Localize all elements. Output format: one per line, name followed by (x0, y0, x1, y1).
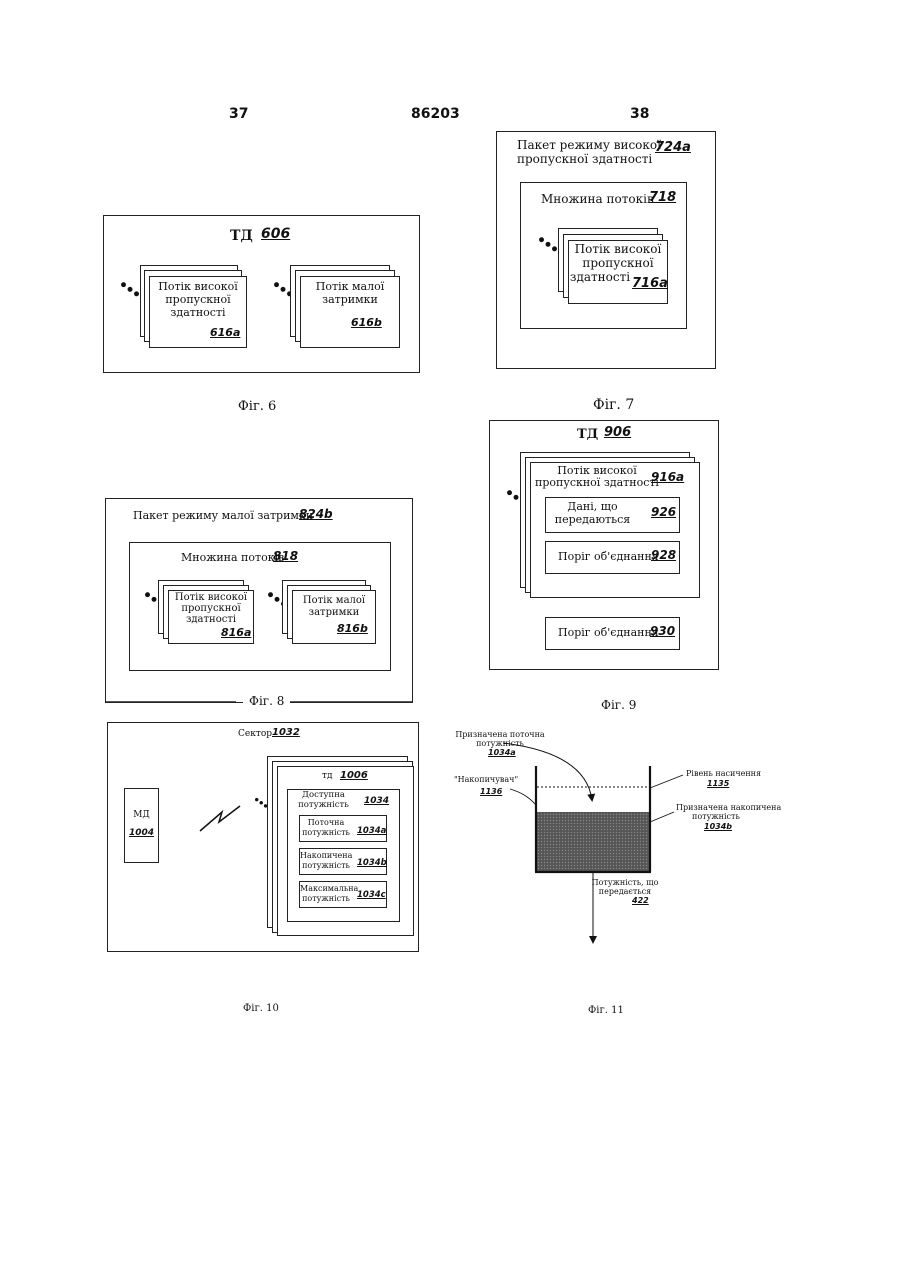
fig7-stream-line3: здатності (569, 271, 631, 285)
fig6-stream-b-line2: затримки (301, 294, 399, 307)
fig11-current-arrow (503, 743, 592, 800)
fig11-assigned-accum-ref: 1034b (704, 822, 732, 831)
fig10-md-label: МД (125, 810, 158, 820)
fig11-transmitted-ref: 422 (632, 896, 649, 905)
fig11-accumulator-leader (510, 789, 536, 805)
fig11-assigned-current-line1: Призначена поточна (440, 730, 560, 739)
fig8-set-ref: 818 (273, 550, 298, 564)
fig9-threshold-label: Поріг об'єднання (558, 551, 659, 564)
fig10-sector-label: Сектор (238, 729, 272, 739)
fig6-stream-b-line1: Потік малої (301, 281, 399, 294)
fig9-threshold-ref: 928 (651, 549, 676, 563)
fig10-accum-line2: потужність (300, 861, 352, 870)
fig9-stream-ref: 916a (651, 471, 684, 485)
fig6-stream-low-latency: Потік малої затримки 616b (300, 276, 400, 348)
fig7-stream-high-throughput: Потік високої пропускної здатності 716a (568, 240, 668, 304)
fig10-md-ref: 1004 (125, 828, 158, 838)
fig11-saturation-leader (650, 775, 683, 788)
page-number-right: 38 (630, 106, 649, 122)
fig7-caption: Фіг. 7 (593, 397, 634, 413)
fig7-stream-line1: Потік високої (569, 243, 667, 257)
fig6-stream-a-line3: здатності (150, 307, 246, 320)
fig8-stream-b-line2: затримки (293, 607, 375, 619)
fig6-stream-a-ref: 616a (210, 327, 240, 340)
fig11-saturation-ref: 1135 (707, 779, 729, 788)
fig10-max-ref: 1034c (357, 891, 386, 901)
fig9-stream-line2: пропускної здатності (531, 477, 663, 490)
fig6-stream-a-line1: Потік високої (150, 281, 246, 294)
fig9-title-ref: 906 (604, 426, 631, 441)
fig11-assigned-current-line2: потужність (440, 739, 560, 748)
fig11-accumulator-ref: 1136 (480, 787, 502, 796)
fig10-caption: Фіг. 10 (243, 1003, 279, 1015)
fig9-threshold2-label: Поріг об'єднання (558, 627, 659, 640)
fig9-data-ref: 926 (651, 506, 676, 520)
fig6-stream-b-ref: 616b (351, 317, 382, 330)
fig8-stream-a-line1: Потік високої (169, 592, 253, 604)
fig11-caption: Фіг. 11 (588, 1005, 624, 1017)
fig10-avail-ref: 1034 (364, 796, 389, 806)
fig8-set-label: Множина потоків (181, 552, 284, 565)
fig8-stream-b-line1: Потік малої (293, 595, 375, 607)
document-number: 86203 (411, 106, 460, 122)
fig10-max-line2: потужність (300, 894, 352, 903)
fig7-packet-line1: Пакет режиму високої (517, 139, 661, 153)
fig8-stream-b-ref: 816b (337, 623, 368, 636)
fig11-bucket-fill (536, 812, 650, 872)
fig11-assigned-current-ref: 1034a (488, 748, 516, 757)
fig10-avail-line2: потужність (288, 801, 359, 811)
fig10-accum-line1: Накопичена (300, 851, 352, 860)
fig10-max-power-box: Максимальна потужність 1034c (299, 881, 387, 908)
fig9-threshold2-ref: 930 (650, 625, 675, 639)
fig11-saturation-label: Рівень насичення (686, 769, 761, 778)
fig10-available-power-box: Доступна потужність 1034 Поточна потужні… (287, 789, 400, 922)
fig10-td-box: тд 1006 Доступна потужність 1034 Поточна… (277, 766, 414, 936)
fig8-packet-label: Пакет режиму малої затримки (133, 510, 313, 523)
fig8-packet-ref: 824b (299, 508, 333, 522)
fig7-stream-ref: 716a (632, 277, 668, 292)
page-number-left: 37 (229, 106, 248, 122)
fig9-data-box: Дані, що передаються 926 (545, 497, 680, 533)
fig9-threshold-box: Поріг об'єднання 928 (545, 541, 680, 574)
fig8-stream-high-throughput: Потік високої пропускної здатності 816a (168, 590, 254, 644)
fig11-accumulator-label: "Накопичувач" (454, 775, 518, 784)
fig7-packet-ref: 724a (655, 141, 691, 156)
fig11-transmitted-line2: передається (580, 887, 670, 896)
fig7-set-label: Множина потоків (541, 193, 654, 207)
fig11-assigned-accum-line2: потужність (692, 812, 740, 821)
fig10-current-line1: Поточна (300, 818, 352, 827)
fig7-packet-line2: пропускної здатності (517, 153, 652, 167)
fig8-stream-a-line3: здатності (169, 614, 253, 626)
fig9-title: ТД (577, 428, 598, 443)
fig10-sector-ref: 1032 (272, 727, 300, 739)
fig6-stream-high-throughput: Потік високої пропускної здатності 616a (149, 276, 247, 348)
fig8-stream-a-ref: 816a (221, 627, 251, 640)
fig11-transmitted-line1: Потужність, що (580, 878, 670, 887)
fig10-accum-ref: 1034b (357, 859, 387, 869)
fig6-caption: Фіг. 6 (238, 400, 276, 415)
fig9-caption: Фіг. 9 (601, 699, 636, 713)
fig11-assigned-accum-leader (650, 812, 674, 822)
fig10-max-line1: Максимальна (300, 884, 352, 893)
fig7-set-ref: 718 (649, 191, 676, 206)
fig10-td-ref: 1006 (340, 770, 368, 782)
fig6-stream-a-line2: пропускної (150, 294, 246, 307)
fig11-assigned-accum-line1: Призначена накопичена (676, 803, 781, 812)
fig9-data-line2: передаються (546, 514, 639, 527)
fig10-td-label: тд (322, 771, 333, 781)
fig7-stream-line2: пропускної (569, 257, 667, 271)
fig8-stream-low-latency: Потік малої затримки 816b (292, 590, 376, 644)
fig10-current-line2: потужність (300, 828, 352, 837)
fig9-threshold2-box: Поріг об'єднання 930 (545, 617, 680, 650)
fig6-title-ref: 606 (261, 226, 290, 242)
fig10-current-power-box: Поточна потужність 1034a (299, 815, 387, 842)
fig8-stream-a-line2: пропускної (169, 603, 253, 615)
fig10-accumulated-power-box: Накопичена потужність 1034b (299, 848, 387, 875)
fig6-title: ТД (230, 228, 253, 244)
fig9-data-line1: Дані, що (546, 501, 639, 514)
fig9-stream-high-throughput: Потік високої пропускної здатності 916a … (530, 462, 700, 598)
fig10-current-ref: 1034a (357, 827, 386, 837)
fig8-caption: Фіг. 8 (243, 695, 290, 709)
fig10-md-box: МД 1004 (124, 788, 159, 863)
